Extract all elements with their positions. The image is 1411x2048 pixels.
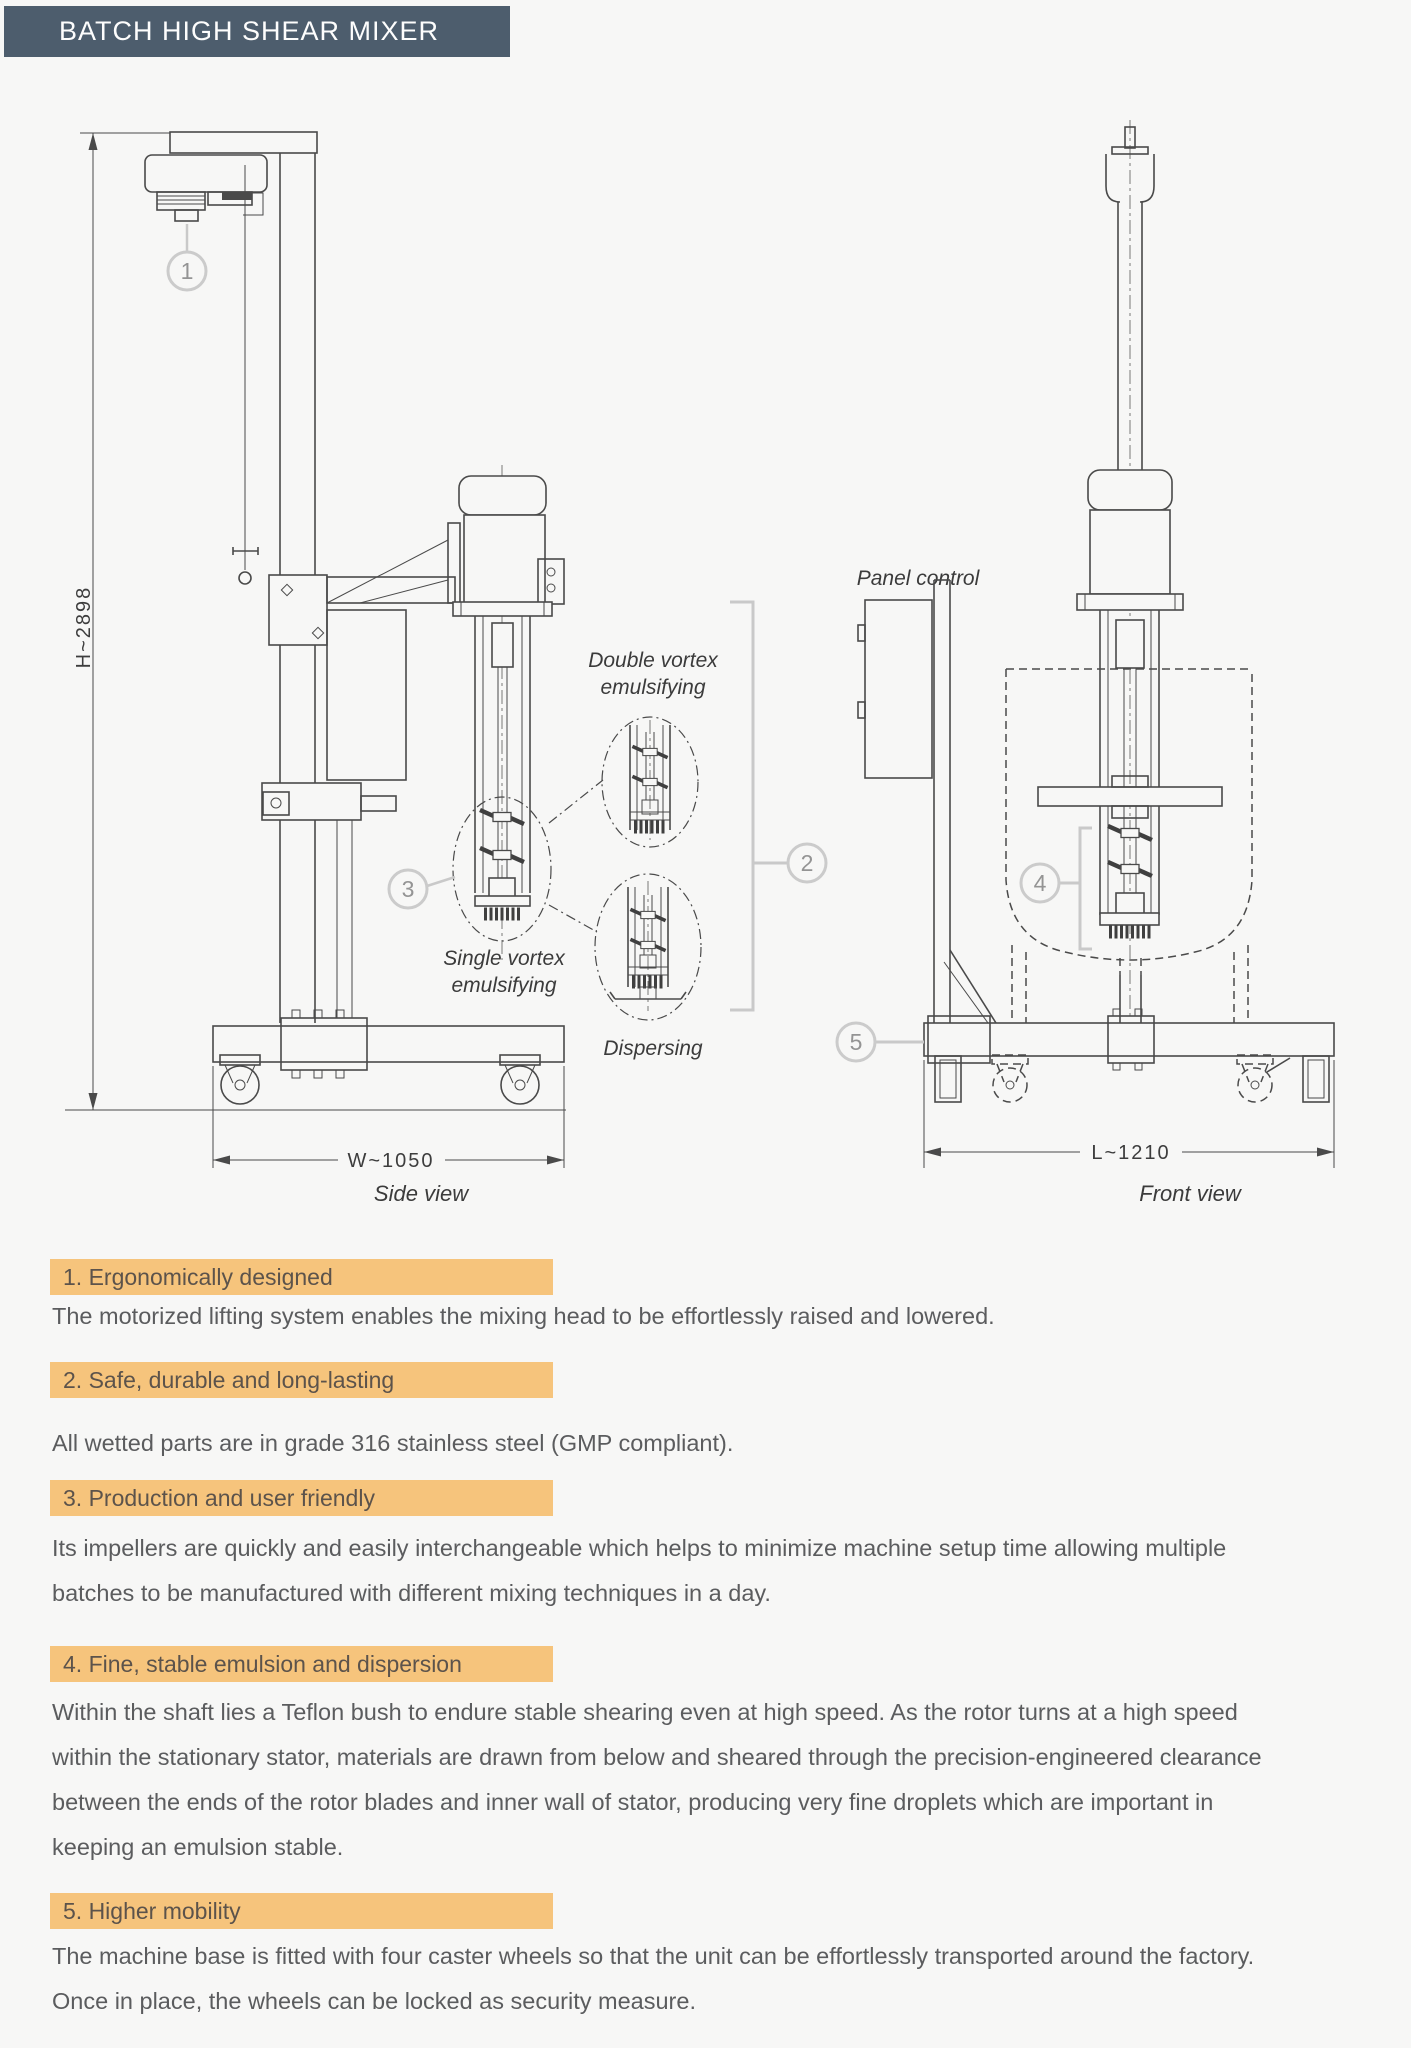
svg-text:1: 1 <box>181 258 194 284</box>
callout-3-marker: 3 <box>387 868 456 910</box>
single-vortex-label-line1: Single vortex <box>443 947 566 970</box>
feature-5-heading: 5. Higher mobility <box>50 1893 553 1929</box>
technical-drawing: H~2898 <box>65 120 1335 1206</box>
dim-length-label: L~1210 <box>1091 1142 1170 1164</box>
feature-4-body: Within the shaft lies a Teflon bush to e… <box>52 1699 1262 1860</box>
callout-5-marker: 5 <box>835 1021 924 1063</box>
dim-width-label: W~1050 <box>347 1150 434 1172</box>
side-view-drawing: H~2898 <box>65 131 828 1206</box>
svg-text:3: 3 <box>402 876 415 902</box>
double-vortex-detail: Double vortex emulsifying <box>548 649 719 848</box>
feature-3-body: Its impellers are quickly and easily int… <box>52 1535 1227 1606</box>
svg-text:2: 2 <box>801 850 814 876</box>
feature-5-body: The machine base is fitted with four cas… <box>52 1943 1255 2014</box>
dispersing-detail: Dispersing <box>548 873 703 1060</box>
front-view-drawing: Panel control <box>835 120 1335 1206</box>
page-header: BATCH HIGH SHEAR MIXER <box>4 6 510 57</box>
dispersing-label: Dispersing <box>603 1037 703 1060</box>
callout-4-marker: 4 <box>1019 826 1092 951</box>
feature-1-body: The motorized lifting system enables the… <box>52 1303 995 1329</box>
dim-height-label: H~2898 <box>73 586 95 669</box>
feature-4-heading: 4. Fine, stable emulsion and dispersion <box>50 1646 553 1682</box>
side-view-caption: Side view <box>374 1181 470 1206</box>
double-vortex-label-line2: emulsifying <box>600 676 705 699</box>
callout-2-marker: 2 <box>730 600 828 1012</box>
svg-text:4: 4 <box>1034 870 1047 896</box>
single-vortex-label-line2: emulsifying <box>451 974 556 997</box>
svg-text:5: 5 <box>850 1029 863 1055</box>
feature-3-heading: 3. Production and user friendly <box>50 1480 553 1516</box>
page-title: BATCH HIGH SHEAR MIXER <box>59 16 440 46</box>
callout-1-marker: 1 <box>166 224 208 292</box>
feature-2-body: All wetted parts are in grade 316 stainl… <box>52 1430 734 1456</box>
feature-2-heading: 2. Safe, durable and long-lasting <box>50 1362 553 1398</box>
feature-1-heading: 1. Ergonomically designed <box>50 1259 553 1295</box>
panel-control-label: Panel control <box>857 567 981 590</box>
front-view-caption: Front view <box>1139 1181 1243 1206</box>
double-vortex-label-line1: Double vortex <box>588 649 719 672</box>
